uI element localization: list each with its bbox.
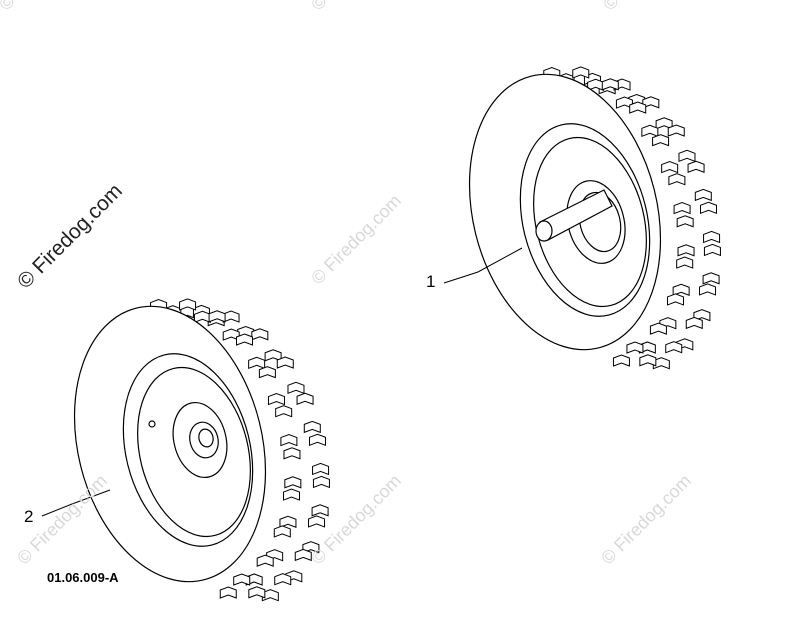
tread-block: [312, 462, 330, 476]
tread-block: [699, 201, 717, 215]
tread-block: [236, 333, 254, 346]
tread-block: [276, 356, 294, 369]
figure-code: 01.06.009-A: [47, 570, 119, 585]
tread-block: [248, 586, 266, 599]
tread-block: [649, 322, 667, 335]
wheel-1-rim-outer: [519, 123, 651, 317]
tread-block: [641, 124, 659, 138]
tread-block: [661, 161, 679, 174]
tread-block: [665, 341, 683, 354]
tread-block: [256, 554, 274, 567]
tread-block: [311, 504, 329, 517]
wheel-1-assembly: [468, 66, 721, 370]
tread-block: [312, 475, 330, 489]
tread-block: [668, 173, 686, 186]
tread-block: [699, 283, 717, 296]
tread-block: [308, 515, 326, 528]
tread-block: [666, 293, 684, 306]
tread-block: [296, 392, 314, 405]
tread-block: [284, 476, 302, 489]
wheel-1-axle-end: [535, 220, 553, 242]
callout-1-label: 1: [426, 272, 436, 291]
tread-block: [676, 256, 694, 269]
callout-2-leader: [41, 489, 111, 517]
wheel-2-hub-cap: [189, 421, 219, 459]
wheel-1-tread: [543, 66, 721, 370]
tread-block: [652, 357, 670, 370]
tread-block: [273, 525, 291, 538]
tread-block: [703, 243, 721, 257]
tread-block: [303, 420, 321, 434]
wheel-1-hub-inner: [578, 191, 622, 253]
tread-block: [612, 354, 630, 367]
wheel-2-tire-sidewall: [73, 305, 267, 583]
tread-block: [282, 488, 300, 501]
tread-block: [287, 381, 305, 395]
tread-block: [233, 573, 251, 586]
wheel-2-hub-bore: [198, 428, 214, 448]
tread-block: [639, 354, 657, 367]
wheel-2-valve-stem: [148, 420, 156, 428]
tread-block: [601, 78, 619, 91]
tread-block: [222, 310, 240, 323]
tread-block: [219, 586, 237, 599]
callout-2-label: 2: [24, 507, 34, 526]
tread-block: [626, 341, 644, 354]
tread-block: [275, 405, 293, 418]
wheel-2-assembly: [73, 298, 330, 602]
tread-block: [703, 230, 721, 244]
tread-block: [677, 244, 695, 257]
tread-block: [193, 310, 211, 324]
tread-block: [629, 101, 647, 114]
tread-block: [267, 393, 285, 406]
tread-block: [685, 316, 703, 330]
tread-block: [702, 272, 720, 285]
tread-block: [572, 66, 590, 79]
tread-block: [294, 548, 312, 562]
tread-block: [673, 202, 691, 215]
tread-block: [308, 433, 326, 447]
tread-block: [274, 573, 292, 586]
tread-block: [694, 188, 712, 202]
tread-block: [251, 328, 269, 341]
tread-block: [261, 589, 279, 602]
tread-block: [179, 298, 197, 311]
wheel-2-rim-inner: [137, 366, 251, 538]
tread-block: [258, 366, 276, 379]
tread-block: [667, 124, 685, 137]
wheel-2-rim-outer: [122, 353, 254, 547]
tread-block: [652, 134, 670, 147]
tread-block: [676, 215, 694, 228]
tread-block: [208, 310, 226, 323]
wheel-2-tread: [150, 298, 330, 602]
callout-1-leader: [443, 247, 523, 284]
wheel-2-hub-ring: [172, 401, 228, 479]
tread-block: [280, 434, 298, 447]
tread-block: [283, 447, 301, 460]
tread-block: [687, 160, 705, 173]
tread-block: [678, 149, 696, 163]
tread-block: [248, 356, 266, 370]
